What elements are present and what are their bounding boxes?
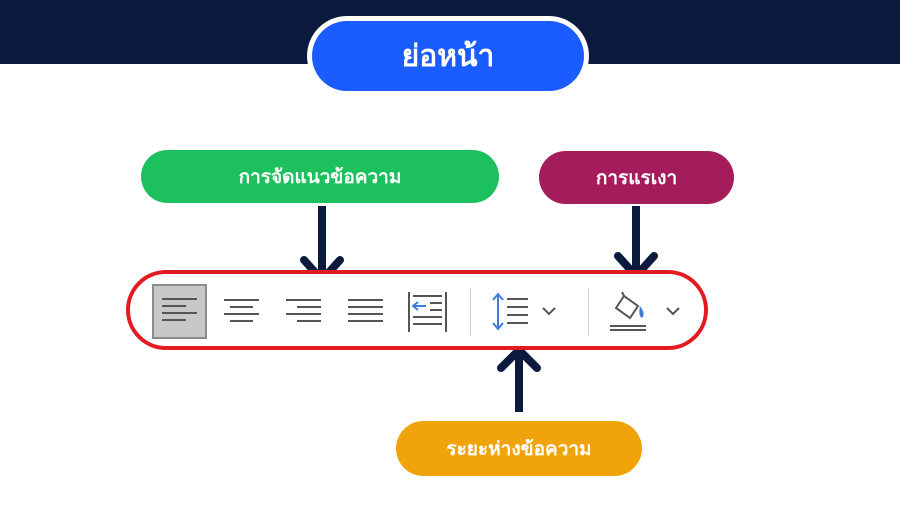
paragraph-toolbar (140, 280, 695, 342)
line-spacing-icon (492, 292, 528, 331)
distributed-indent-button[interactable] (400, 284, 455, 339)
shading-button[interactable] (602, 284, 687, 339)
toolbar-separator (588, 288, 589, 336)
toolbar-separator (470, 288, 471, 336)
title-pill-inner: ย่อหน้า (312, 21, 584, 91)
align-center-icon (224, 299, 259, 322)
align-right-icon (286, 299, 321, 322)
shading-icon (610, 291, 646, 331)
align-center-button[interactable] (214, 284, 269, 339)
title-pill: ย่อหน้า (307, 16, 589, 96)
align-left-button[interactable] (152, 284, 207, 339)
chevron-down-icon[interactable] (540, 304, 558, 318)
alignment-callout: การจัดแนวข้อความ (141, 150, 499, 203)
page-title: ย่อหน้า (401, 38, 495, 74)
chevron-down-icon[interactable] (664, 304, 682, 318)
justify-icon (348, 299, 383, 322)
justify-button[interactable] (338, 284, 393, 339)
shading-callout: การแรเงา (539, 151, 734, 204)
align-left-icon (162, 298, 197, 321)
spacing-callout: ระยะห่างข้อความ (396, 421, 642, 476)
distributed-indent-icon (408, 292, 447, 332)
spacing-arrow (497, 346, 541, 412)
line-spacing-button[interactable] (484, 284, 564, 339)
align-right-button[interactable] (276, 284, 331, 339)
